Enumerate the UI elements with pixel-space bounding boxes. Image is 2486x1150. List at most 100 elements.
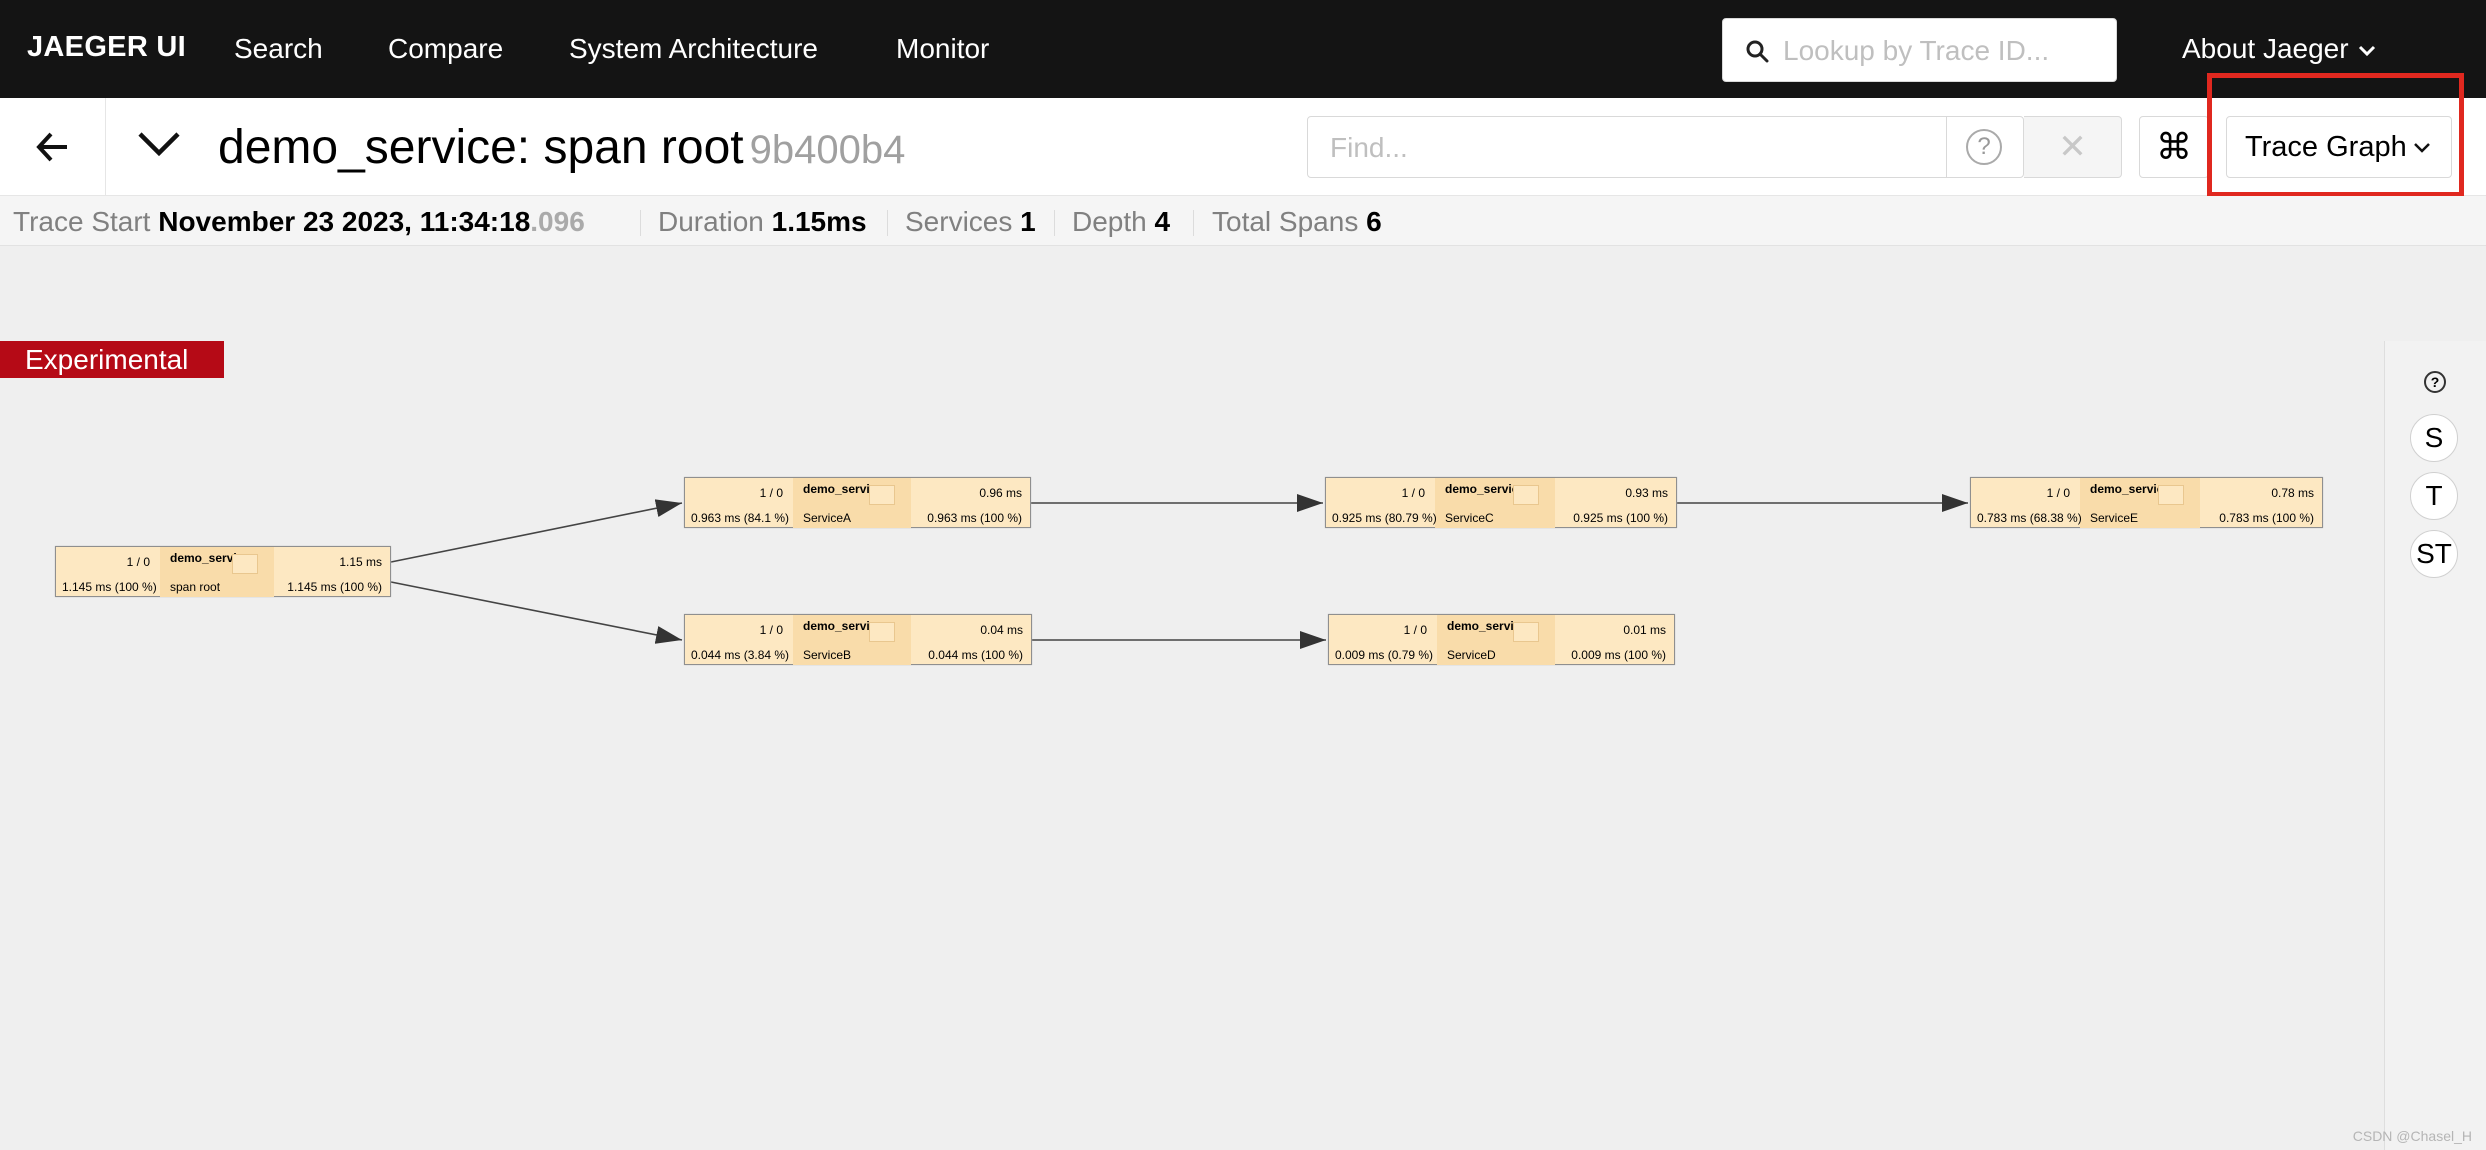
node-count: 1 / 0	[1401, 486, 1425, 500]
find-input[interactable]	[1330, 127, 1890, 169]
nav-system-architecture[interactable]: System Architecture	[569, 33, 818, 64]
depth-value: 4	[1154, 206, 1171, 237]
duration: Duration 1.15ms	[658, 206, 867, 238]
node-operation: ServiceD	[1447, 648, 1496, 662]
watermark: CSDN @Chasel_H	[2352, 1128, 2472, 1144]
node-self-percent: 1.145 ms (100 %)	[287, 580, 382, 594]
node-operation: ServiceE	[2090, 511, 2139, 525]
search-icon	[1745, 39, 1769, 68]
trace-start: Trace Start November 23 2023, 11:34:18.0…	[13, 206, 585, 238]
nav-search[interactable]: Search	[234, 33, 323, 64]
nav-monitor[interactable]: Monitor	[896, 33, 990, 64]
trace-id-lookup	[1722, 18, 2117, 82]
node-operation: ServiceA	[803, 511, 852, 525]
node-duration: 1.15 ms	[339, 555, 382, 569]
brand-logo[interactable]: JAEGER UI	[27, 31, 187, 63]
find-box: ?	[1307, 116, 2025, 178]
node-self-time: 1.145 ms (100 %)	[62, 580, 157, 594]
trace-id: 9b400b4	[749, 128, 906, 172]
node-self-time: 0.009 ms (0.79 %)	[1335, 648, 1434, 662]
graph-edges	[390, 494, 1968, 649]
trace-start-ms: .096	[530, 206, 585, 237]
graph-controls: ? S T ST	[2384, 341, 2486, 1150]
total-spans-label: Total Spans	[1212, 206, 1359, 237]
services: Services 1	[905, 206, 1036, 238]
trace-summary: Trace Start November 23 2023, 11:34:18.0…	[0, 196, 2486, 246]
depth-label: Depth	[1072, 206, 1147, 237]
node-operation: ServiceC	[1445, 511, 1494, 525]
node-duration: 0.78 ms	[2271, 486, 2314, 500]
about-jaeger-label: About Jaeger	[2182, 33, 2349, 64]
time-color-toggle[interactable]: T	[2410, 472, 2458, 520]
node-color-swatch	[1513, 485, 1539, 505]
back-button[interactable]	[0, 98, 106, 196]
selftime-color-toggle[interactable]: ST	[2410, 530, 2458, 578]
top-nav: JAEGER UI Search Compare System Architec…	[0, 0, 2486, 98]
node-self-percent: 0.044 ms (100 %)	[928, 648, 1023, 662]
experimental-badge: Experimental	[0, 341, 224, 378]
node-color-swatch	[869, 622, 895, 642]
node-self-time: 0.963 ms (84.1 %)	[691, 511, 790, 525]
chevron-down-icon	[2414, 143, 2430, 153]
trace-id-input[interactable]	[1783, 29, 2103, 73]
service-color-toggle[interactable]: S	[2410, 414, 2458, 462]
node-self-percent: 0.925 ms (100 %)	[1573, 511, 1668, 525]
about-jaeger-menu[interactable]: About Jaeger	[2182, 33, 2377, 65]
divider	[1946, 117, 1947, 177]
highlight-annotation	[2207, 73, 2464, 197]
node-operation: ServiceB	[803, 648, 852, 662]
help-icon[interactable]: ?	[1966, 129, 2002, 165]
node-self-time: 0.044 ms (3.84 %)	[691, 648, 790, 662]
node-duration: 0.01 ms	[1623, 623, 1666, 637]
total-spans-value: 6	[1366, 206, 1382, 237]
node-operation: span root	[170, 580, 221, 594]
node-count: 1 / 0	[126, 555, 150, 569]
node-self-time: 0.783 ms (68.38 %)	[1977, 511, 2082, 525]
help-icon[interactable]: ?	[2424, 371, 2446, 393]
node-color-swatch	[232, 554, 258, 574]
duration-label: Duration	[658, 206, 764, 237]
divider	[1054, 210, 1055, 236]
depth: Depth 4	[1072, 206, 1170, 238]
divider	[640, 210, 641, 236]
trace-name: demo_service: span root	[218, 121, 744, 174]
node-self-percent: 0.009 ms (100 %)	[1571, 648, 1666, 662]
duration-value: 1.15ms	[771, 206, 867, 237]
chevron-down-icon	[2358, 45, 2375, 56]
node-self-percent: 0.783 ms (100 %)	[2219, 511, 2314, 525]
clear-find-button[interactable]: ✕	[2024, 116, 2122, 178]
node-count: 1 / 0	[2046, 486, 2070, 500]
node-count: 1 / 0	[1403, 623, 1427, 637]
nav-compare[interactable]: Compare	[388, 33, 504, 64]
node-duration: 0.04 ms	[980, 623, 1023, 637]
node-duration: 0.93 ms	[1625, 486, 1668, 500]
node-duration: 0.96 ms	[979, 486, 1022, 500]
view-mode-label: Trace Graph	[2245, 131, 2407, 163]
divider	[1193, 210, 1194, 236]
services-label: Services	[905, 206, 1013, 237]
keyboard-shortcuts-button[interactable]: ⌘	[2139, 116, 2209, 178]
node-count: 1 / 0	[759, 623, 783, 637]
node-color-swatch	[869, 485, 895, 505]
divider	[887, 210, 888, 236]
node-color-swatch	[2158, 485, 2184, 505]
trace-start-value: November 23 2023, 11:34:18	[158, 206, 531, 237]
node-self-time: 0.925 ms (80.79 %)	[1332, 511, 1437, 525]
chevron-down-icon	[138, 132, 180, 157]
total-spans: Total Spans 6	[1212, 206, 1382, 238]
collapse-toggle[interactable]	[136, 128, 182, 165]
arrow-left-icon	[35, 132, 67, 162]
view-mode-select[interactable]: Trace Graph	[2226, 116, 2452, 178]
graph-edge	[390, 581, 683, 644]
services-value: 1	[1020, 206, 1036, 237]
node-self-percent: 0.963 ms (100 %)	[927, 511, 1022, 525]
